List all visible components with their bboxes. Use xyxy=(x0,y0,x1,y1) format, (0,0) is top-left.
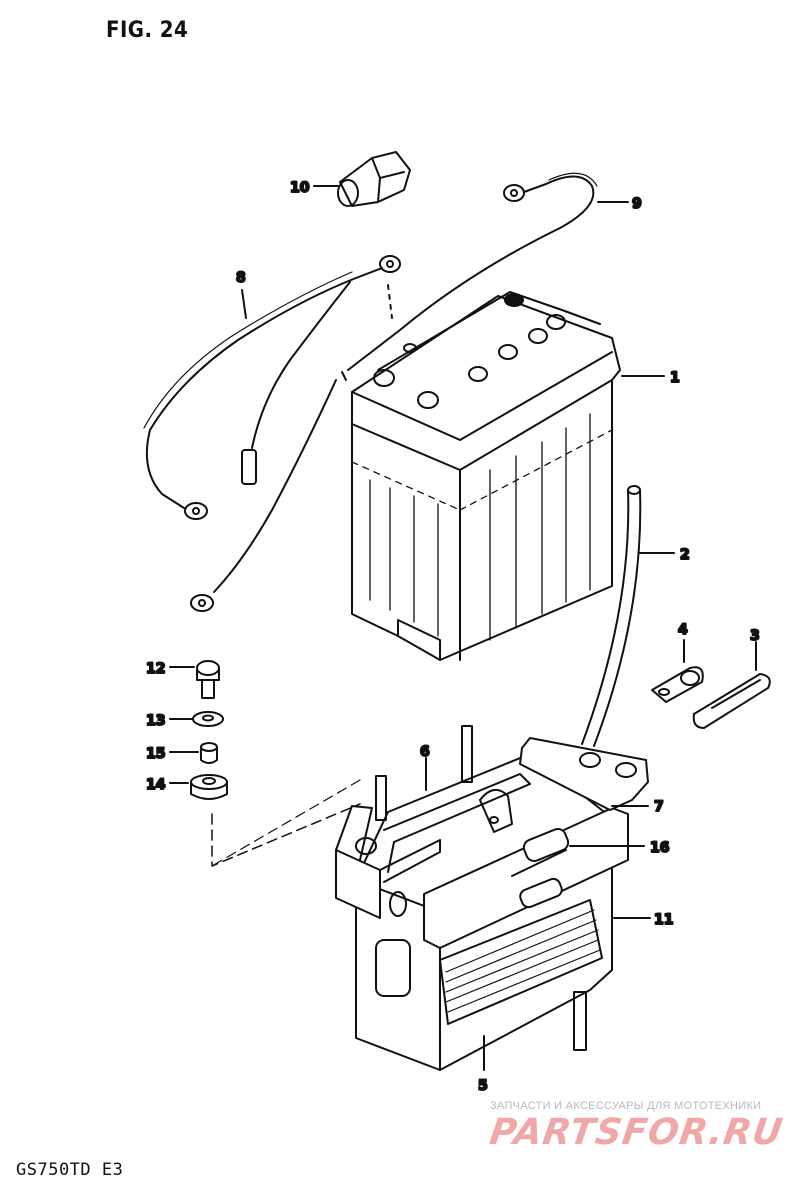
terminal-cover-part xyxy=(337,151,411,207)
battery-part xyxy=(351,291,621,661)
callout-label-15: 15 xyxy=(146,746,165,762)
rubber-band-part xyxy=(692,673,771,729)
ground-cable-part xyxy=(347,172,598,371)
callout-label-3: 3 xyxy=(750,628,760,644)
watermark-tagline: ЗАПЧАСТИ И АКСЕССУАРЫ ДЛЯ МОТОТЕХНИКИ xyxy=(490,1100,762,1112)
callout-label-6: 6 xyxy=(420,744,430,760)
callout-label-4: 4 xyxy=(678,622,688,638)
watermark-logo: PARTSFOR.RU xyxy=(487,1112,786,1153)
model-code: GS750TD E3 xyxy=(16,1160,124,1180)
callout-label-11: 11 xyxy=(654,912,673,928)
callout-label-10: 10 xyxy=(290,180,310,196)
pad-part xyxy=(519,827,570,909)
callout-label-13: 13 xyxy=(146,713,165,729)
bolt-part xyxy=(196,660,220,699)
callout-label-5: 5 xyxy=(478,1078,488,1094)
battery-cable-part xyxy=(143,255,401,612)
callout-label-8: 8 xyxy=(236,270,246,286)
tube-clamp-part xyxy=(651,666,704,703)
battery-terminal-icons xyxy=(373,293,566,409)
callout-label-16: 16 xyxy=(650,840,669,856)
callout-label-14: 14 xyxy=(146,777,166,793)
callout-label-9: 9 xyxy=(632,196,642,212)
callout-label-7: 7 xyxy=(654,799,664,815)
figure-title: FIG. 24 xyxy=(106,18,189,43)
case-frame-part xyxy=(423,737,649,949)
callout-label-1: 1 xyxy=(670,370,680,386)
case-bracket-part xyxy=(335,725,531,919)
collar-part xyxy=(200,742,218,764)
breather-tube-part xyxy=(581,485,642,747)
callout-label-12: 12 xyxy=(146,661,165,677)
cushion-part xyxy=(190,774,228,800)
washer-part xyxy=(192,711,224,727)
callout-label-2: 2 xyxy=(680,547,690,563)
